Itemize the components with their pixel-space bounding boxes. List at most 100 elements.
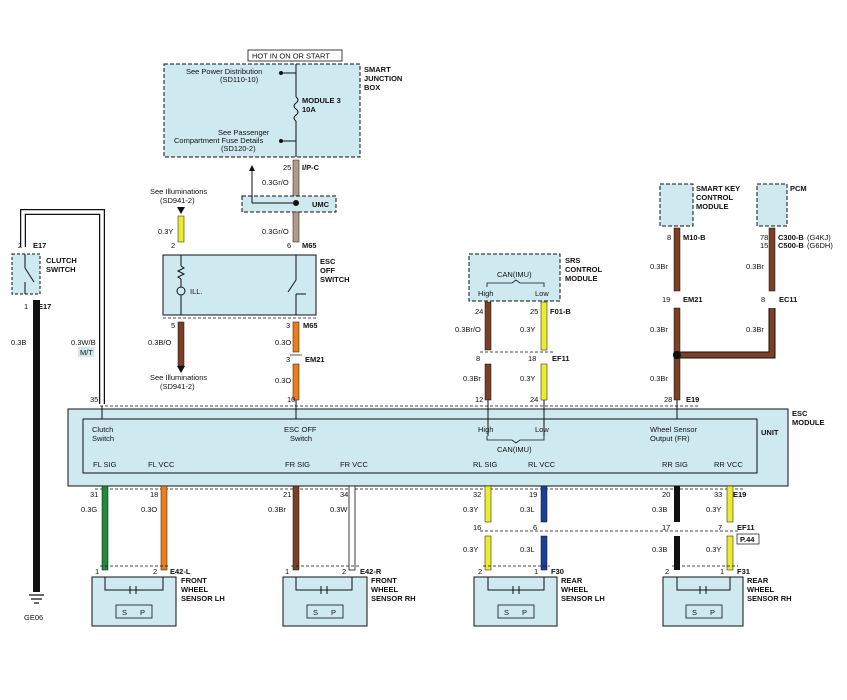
pcm-g6dh: (G6DH) [807, 241, 833, 250]
wire-black-clutch [33, 300, 40, 592]
splice-dot [279, 139, 283, 143]
wire-black-rr-1 [674, 486, 680, 522]
conn-ipc: I/P-C [302, 163, 320, 172]
clutch-label-1: CLUTCH [46, 256, 77, 265]
wire-o-1: 0.3O [275, 338, 291, 347]
fr-label-3: SENSOR RH [371, 594, 416, 603]
esc-unit-box [82, 418, 758, 474]
illum-arrow-icon [177, 207, 185, 214]
illum-arrow-icon-2 [177, 366, 185, 373]
wire-white-black-clutch-inner [21, 210, 104, 404]
rl-s: S [504, 608, 509, 617]
see-illum-2: See Illuminations [150, 373, 207, 382]
wire-w-fr: 0.3W [330, 505, 348, 514]
pin-3b: 3 [286, 355, 290, 364]
pcm-box [756, 183, 788, 227]
esc-module-label-1: ESC [792, 409, 808, 418]
rr-p: P [710, 608, 715, 617]
wire-y-rl-1: 0.3Y [463, 505, 478, 514]
fl-s: S [122, 608, 127, 617]
bot-pin-7: 7 [718, 523, 722, 532]
sjb-label-1: SMART [364, 65, 391, 74]
wire-gr-o-mid [292, 211, 300, 243]
smartkey-label-3: MODULE [696, 202, 729, 211]
mt-badge [78, 347, 94, 357]
module3-label: MODULE 3 [302, 96, 341, 105]
wire-gr-o-2: 0.3Gr/O [262, 227, 289, 236]
wire-orange-fl [160, 485, 168, 571]
wire-orange-1 [292, 321, 300, 353]
rl-label-1: REAR [561, 576, 583, 585]
smartkey-label-1: SMART KEY [696, 184, 740, 193]
umc-label: UMC [312, 200, 330, 209]
esc-fl-vcc: FL VCC [148, 460, 175, 469]
srs-wire-y1: 0.3Y [520, 325, 535, 334]
esc-pin-35: 35 [90, 395, 98, 404]
conn-ef11: EF11 [552, 354, 570, 363]
esc-pin-10: 10 [287, 395, 295, 404]
clutch-e17a: E17 [33, 241, 46, 250]
wire-l-rl-2: 0.3L [520, 545, 535, 554]
rl-label-3: SENSOR LH [561, 594, 605, 603]
p44-label: P.44 [740, 535, 755, 544]
clutch-pin-1: 1 [24, 302, 28, 311]
wire-g: 0.3G [81, 505, 97, 514]
bot-pin-34: 34 [340, 490, 348, 499]
fr-label-2: WHEEL [371, 585, 399, 594]
bot-pin-19: 19 [529, 490, 537, 499]
conn-f30: F30 [551, 567, 564, 576]
fl-p: P [140, 608, 145, 617]
splice-dot [293, 200, 299, 206]
splice-dot [279, 71, 283, 75]
wire-black-orange [177, 321, 185, 367]
umc-box [241, 195, 337, 213]
pcm-label: PCM [790, 184, 807, 193]
rr-s: S [692, 608, 697, 617]
bot-pin-21: 21 [283, 490, 291, 499]
conn-f01b: F01-B [550, 307, 571, 316]
esc-unit-label: UNIT [761, 428, 779, 437]
srs-label-1: SRS [565, 256, 580, 265]
fl-pin-1: 1 [95, 567, 99, 576]
wire-blue-rl-2 [540, 535, 548, 571]
srs-label-3: MODULE [565, 274, 598, 283]
wire-black-rr-2 [674, 536, 680, 570]
smartkey-label-2: CONTROL [696, 193, 733, 202]
conn-f31: F31 [737, 567, 750, 576]
wire-b: 0.3B [11, 338, 26, 347]
rl-pin-2: 2 [478, 567, 482, 576]
pcm-wire-1: 0.3Br [746, 262, 764, 271]
wire-b-o: 0.3B/O [148, 338, 172, 347]
esc-escoff-1: ESC OFF [284, 425, 317, 434]
esc-off-sw-label-3: SWITCH [320, 275, 350, 284]
fl-label-1: FRONT [181, 576, 207, 585]
wire-yellow-rr-2 [726, 535, 734, 571]
wire-brown-pcm-1 [768, 227, 776, 292]
front-wheel-sensor-lh [91, 576, 177, 627]
fr-s: S [313, 608, 318, 617]
esc-ws-1: Wheel Sensor [650, 425, 698, 434]
see-pass-3: (SD120-2) [221, 144, 256, 153]
srs-low: Low [535, 289, 549, 298]
conn-m10b: M10-B [683, 233, 706, 242]
wire-brown-sk-1 [673, 227, 681, 292]
mt-label: M/T [80, 348, 93, 357]
pin-5: 5 [171, 321, 175, 330]
bot-pin-33: 33 [714, 490, 722, 499]
rr-label-1: REAR [747, 576, 769, 585]
srs-pin-25: 25 [530, 307, 538, 316]
see-pass-2: Compartment Fuse Details [174, 136, 263, 145]
wire-gr-o-1: 0.3Gr/O [262, 178, 289, 187]
wire-l-rl-1: 0.3L [520, 505, 535, 514]
conn-m65-bot: M65 [303, 321, 318, 330]
esc-rl-sig: RL SIG [473, 460, 497, 469]
esc-rl-vcc: RL VCC [528, 460, 556, 469]
clutch-switch-box [11, 253, 41, 295]
fl-label-3: SENSOR LH [181, 594, 225, 603]
fl-pin-2: 2 [153, 567, 157, 576]
see-power-1: See Power Distribution [186, 67, 262, 76]
conn-ec11: EC11 [779, 295, 797, 304]
esc-fl-sig: FL SIG [93, 460, 117, 469]
pin-3: 3 [286, 321, 290, 330]
